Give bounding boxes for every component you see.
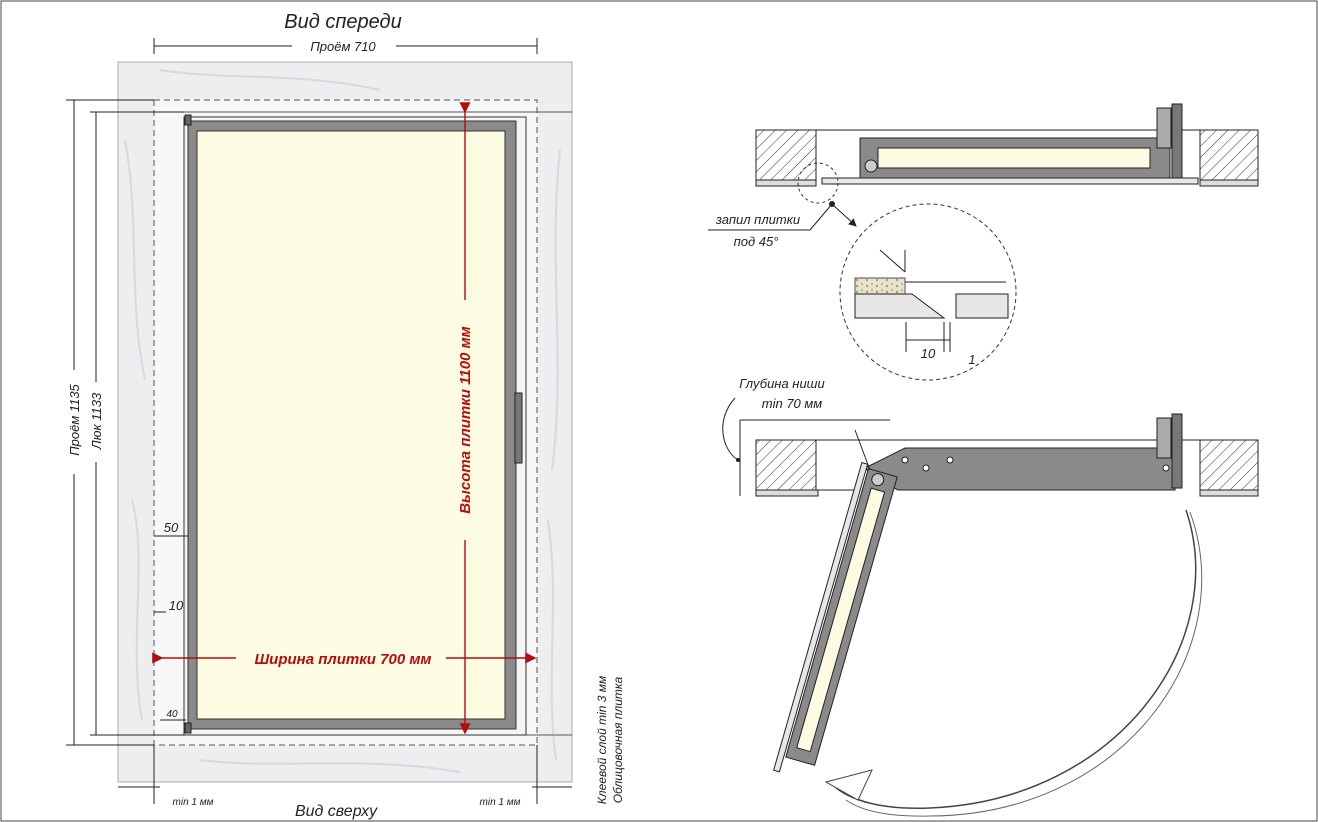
section-closed: запил плитки под 45°: [708, 103, 1259, 249]
opening-height-label: Проём 1135: [67, 383, 82, 455]
hinge-closed: [864, 159, 878, 173]
detail-45-cut: 10 1: [839, 203, 1017, 381]
swing-arrow-outer: [833, 509, 1197, 810]
wall-left-open: [755, 439, 817, 491]
front-view: Вид спереди Проём 710 Проём 1135 Люк 1: [66, 11, 625, 820]
tile-panel: [196, 130, 506, 720]
top-view-title: Вид сверху: [295, 803, 378, 820]
marble-veins: [124, 69, 561, 773]
lock-closed: [1156, 107, 1172, 149]
door-tile-open: [773, 461, 869, 773]
tile-height-label: Высота плитки 1100 мм: [457, 326, 474, 514]
tile-layer-label: Облицовочная плитка: [611, 676, 625, 803]
dim-40: 40: [166, 709, 178, 720]
adhesive-layer-label: Клеевой слой min 3 мм: [595, 676, 609, 804]
tile-width-label: Ширина плитки 700 мм: [254, 651, 431, 668]
niche-label-line1: Глубина ниши: [739, 376, 824, 391]
detail-circle: [839, 203, 1017, 381]
wall-right-open: [1199, 439, 1259, 491]
lock-handle: [514, 392, 523, 464]
wall-right-closed: [1199, 129, 1259, 181]
hatch-height-label: Люк 1133: [89, 392, 104, 450]
hinge-top: [184, 114, 192, 126]
detail-dim-10: 10: [921, 346, 936, 361]
wall-left-closed: [755, 129, 817, 181]
swing-arrow-inner: [845, 511, 1203, 817]
niche-label-line2: min 70 мм: [762, 396, 823, 411]
detail-tile-right: [955, 293, 1009, 319]
front-view-title: Вид спереди: [284, 11, 401, 33]
swing-arrow-head: [824, 769, 873, 801]
cut-label-line2: под 45°: [734, 234, 779, 249]
cut-label-line1: запил плитки: [715, 212, 800, 227]
tile-closed: [821, 177, 1199, 185]
detail-tile-left: [854, 293, 946, 319]
gap-left-label: min 1 мм: [173, 797, 214, 808]
lock-open: [1156, 417, 1172, 459]
gap-right-label: min 1 мм: [480, 797, 521, 808]
opening-width-label: Проём 710: [310, 39, 376, 54]
detail-dim-1: 1: [968, 352, 975, 367]
fixed-frame-open: [864, 447, 1176, 491]
section-open: Глубина ниши min 70 мм: [722, 376, 1259, 817]
hinge-bottom: [184, 722, 192, 734]
dim-10: 10: [169, 598, 184, 613]
dim-50: 50: [164, 520, 179, 535]
